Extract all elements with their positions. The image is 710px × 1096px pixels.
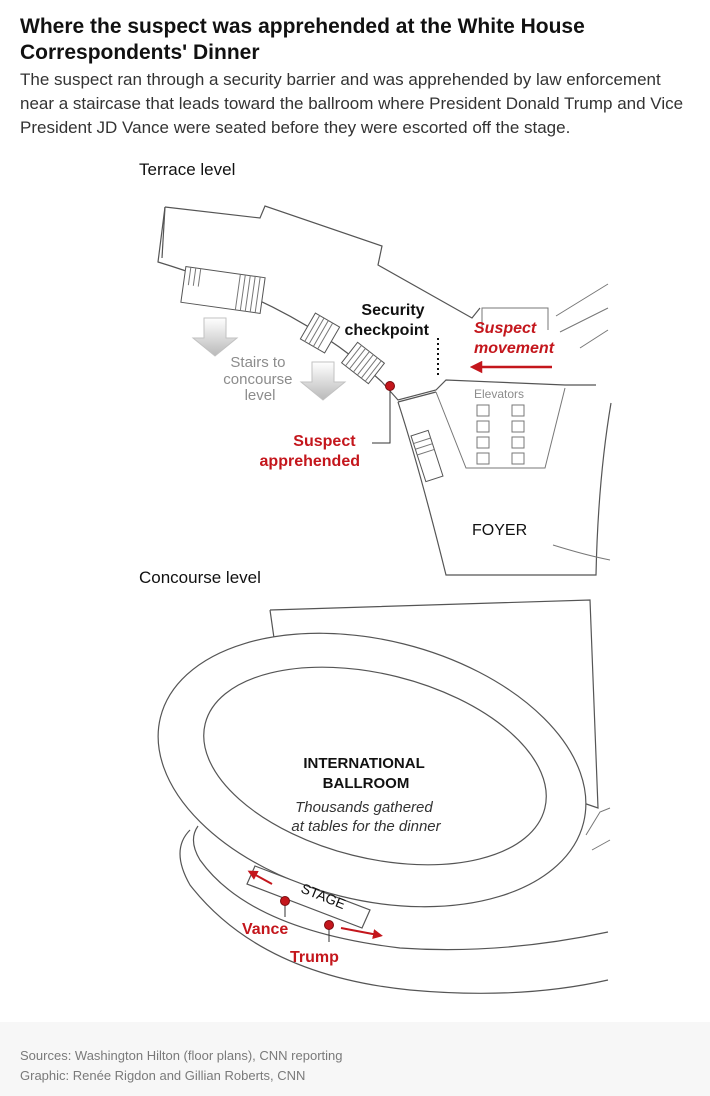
stair-set-1 [180,266,266,314]
elevators-label: Elevators [474,387,524,401]
trump-escape-arrow [340,927,383,939]
foyer-wall [397,391,612,576]
stairs-down-arrow-1 [191,317,239,357]
apprehended-point [385,381,395,391]
floor-plan-map: Security checkpoint Suspect movement Sta… [157,205,612,994]
stair-set-4 [410,429,444,483]
footer: Sources: Washington Hilton (floor plans)… [0,1022,710,1096]
elevator-bank-outline [435,387,566,469]
suspect-apprehended-label: Suspect apprehended [260,433,360,470]
vance-point [280,896,290,906]
vance-escape-arrow [247,870,273,885]
page-title: Where the suspect was apprehended at the… [20,15,585,64]
terrace-inner-wall [161,206,166,259]
ballroom-note: Thousands gathered at tables for the din… [291,799,441,835]
ballroom-inner-wall [203,666,547,866]
stairs-down-arrow-2 [299,361,347,401]
concourse-floor-plan [157,599,611,994]
terrace-level-label: Terrace level [139,160,236,179]
apprehended-leader-line [372,388,391,444]
ballroom-label: INTERNATIONAL BALLROOM [303,755,428,792]
foyer-side-wall [552,544,611,561]
security-checkpoint-label: Security checkpoint [345,302,430,339]
elevator-cars [476,404,525,465]
stair-set-3 [340,341,386,385]
credit-line: Graphic: Renée Rigdon and Gillian Robert… [20,1068,306,1083]
stair-set-2 [299,312,341,354]
vance-label: Vance [242,921,288,938]
lower-corridor-wall [179,825,609,994]
right-side-walls [585,807,611,851]
terrace-right-walls [481,283,609,349]
trump-point [324,920,334,930]
terrace-floor-plan [157,205,612,576]
sources-line: Sources: Washington Hilton (floor plans)… [20,1048,343,1063]
suspect-movement-label: Suspect movement [474,320,555,357]
foyer-label: FOYER [472,522,527,539]
concourse-level-label: Concourse level [139,568,261,587]
trump-label: Trump [290,949,339,966]
page-dek: The suspect ran through a security barri… [20,70,684,137]
stairs-label: Stairs to concourse level [223,354,296,404]
